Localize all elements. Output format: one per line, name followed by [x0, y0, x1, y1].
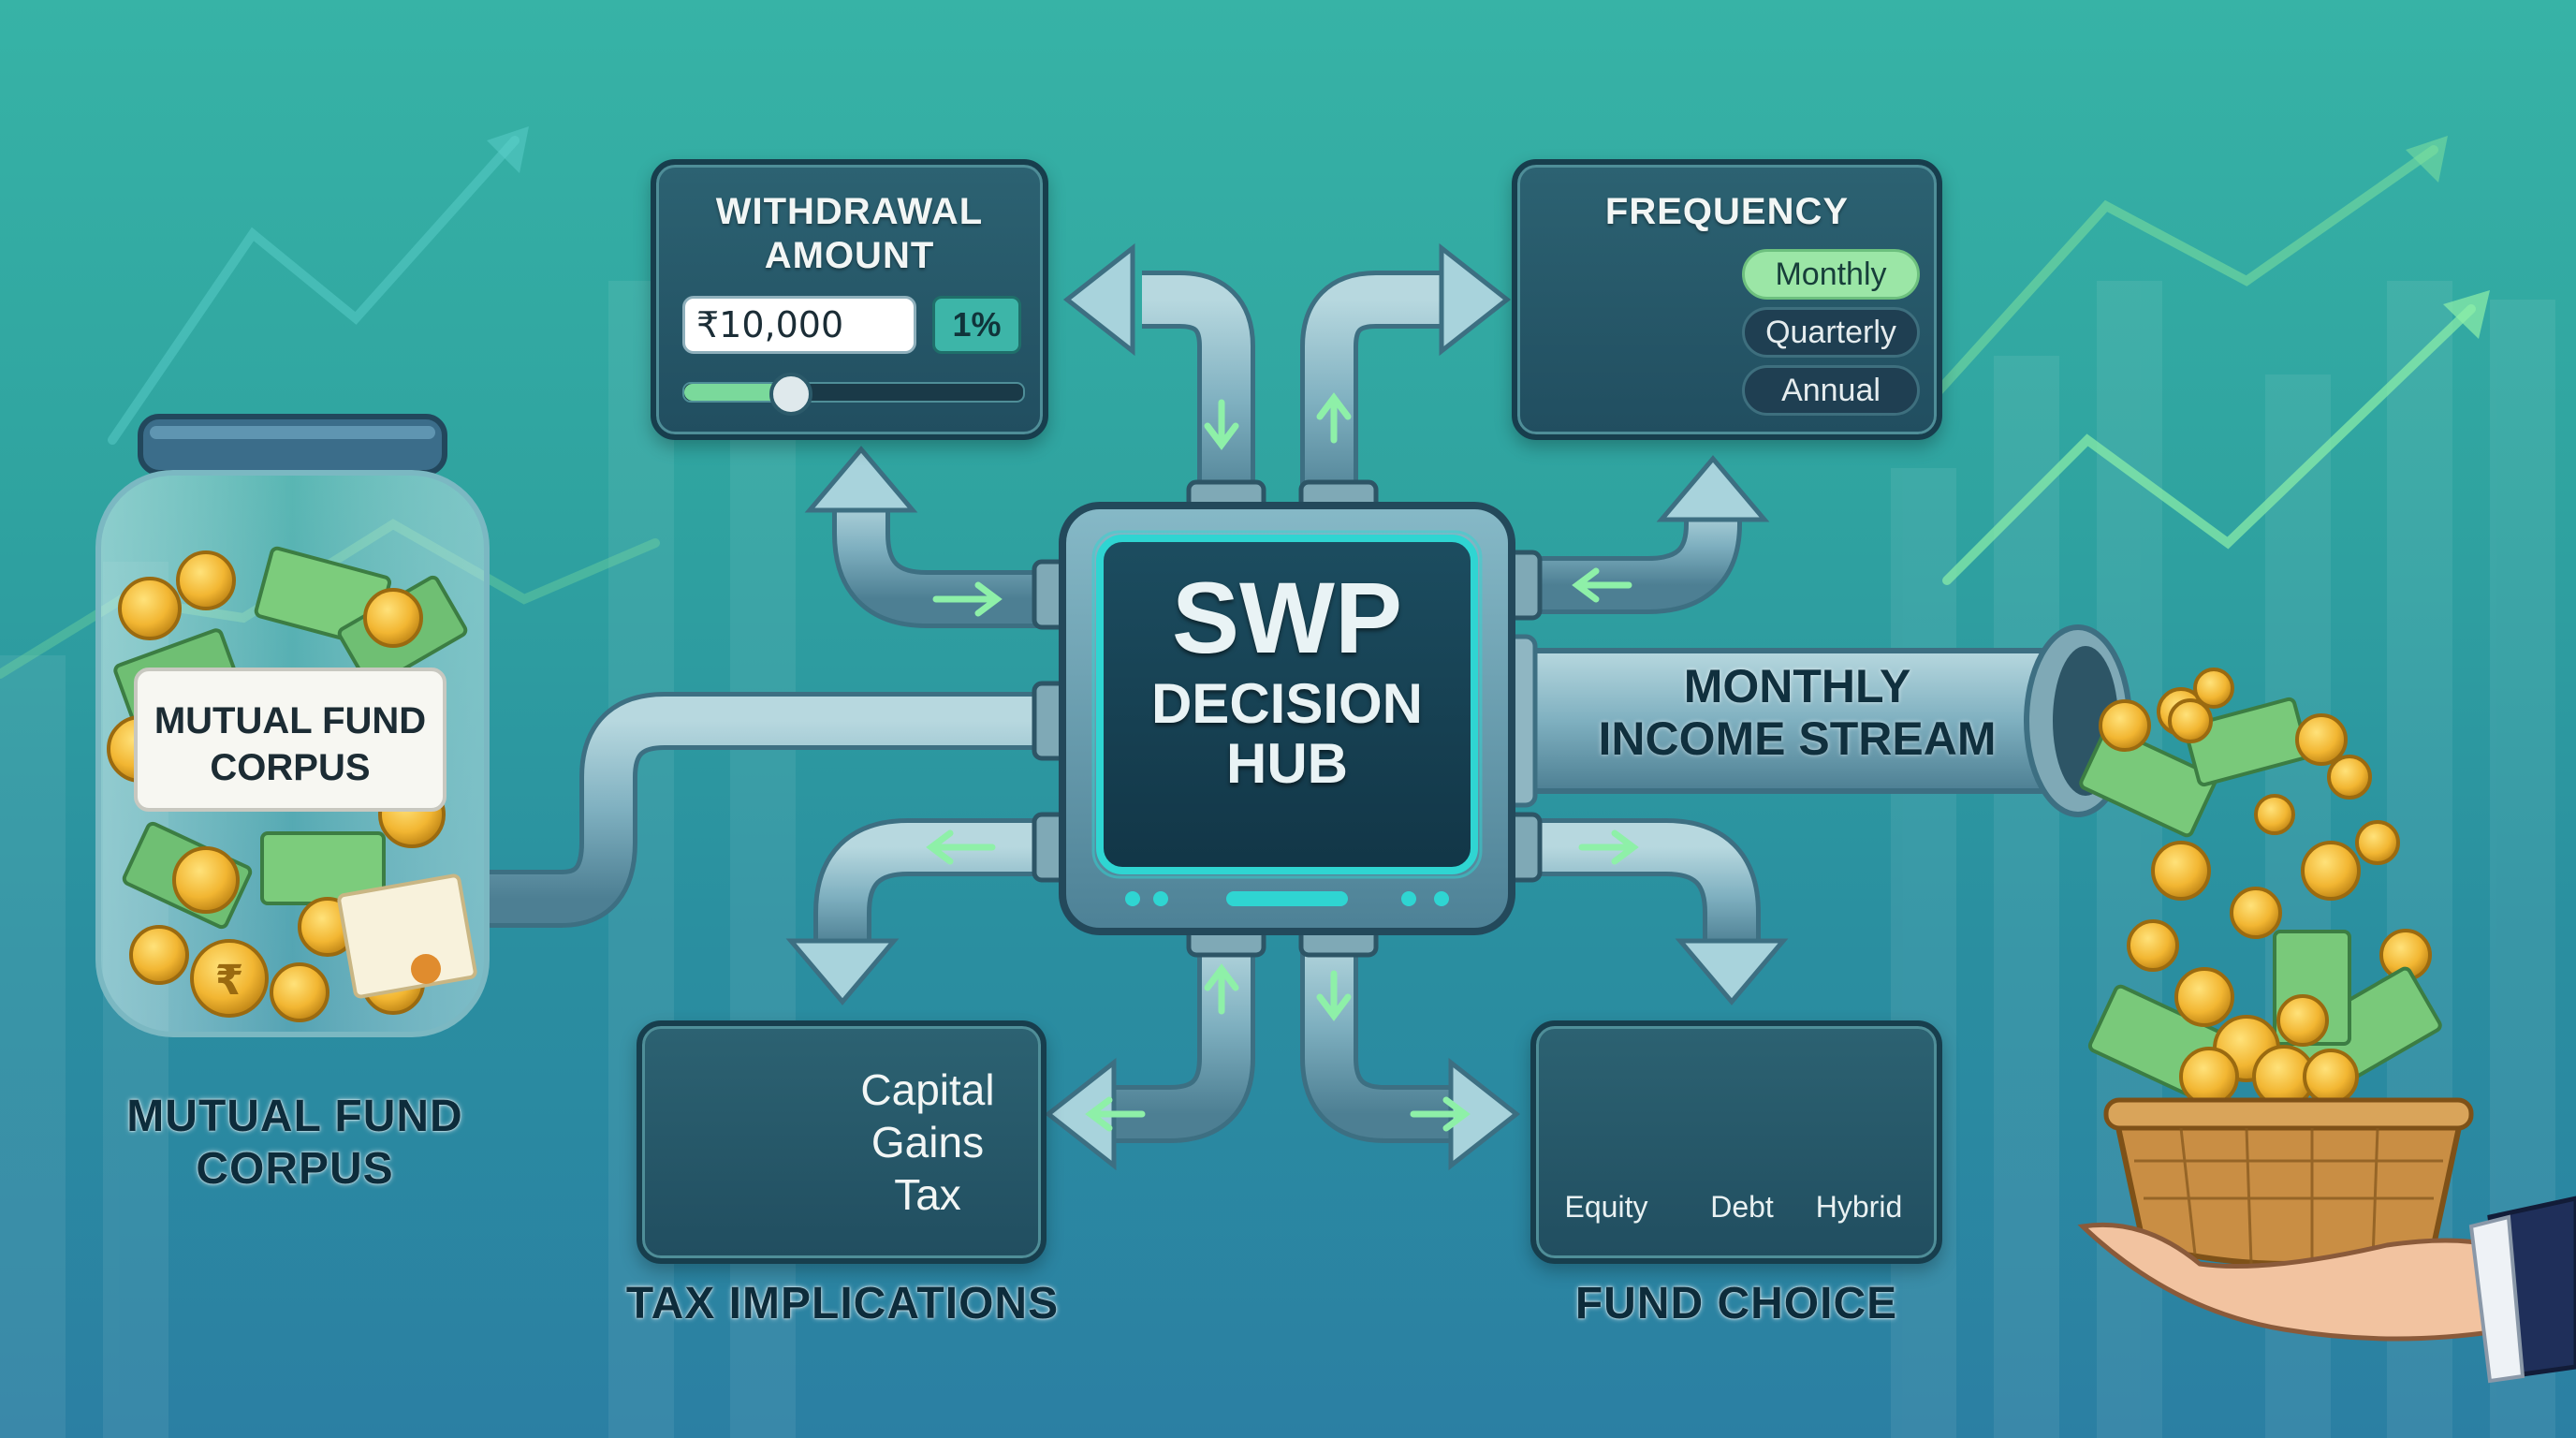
basket-icon [2087, 930, 2474, 1267]
corpus-caption-line1: MUTUAL FUND [126, 1092, 463, 1141]
tax-label-line2: Gains [871, 1118, 985, 1167]
money-stream [2079, 668, 2432, 981]
jar-label-line1: MUTUAL FUND [154, 700, 427, 741]
withdrawal-title-line2: AMOUNT [764, 235, 935, 276]
frequency-option-quarterly[interactable]: Quarterly [1742, 307, 1920, 358]
fund-type-hybrid[interactable]: Hybrid [1815, 1190, 1903, 1224]
frequency-option-monthly[interactable]: Monthly [1742, 249, 1920, 300]
jar-label-line2: CORPUS [210, 747, 371, 788]
corpus-caption-line2: CORPUS [196, 1144, 394, 1194]
withdrawal-amount-input[interactable]: ₹10,000 [682, 296, 916, 354]
jar-icon: ₹ [95, 414, 490, 1037]
certificate-icon [337, 873, 477, 999]
withdrawal-slider-track[interactable] [682, 373, 1025, 416]
tax-label-line1: Capital [860, 1065, 995, 1114]
frequency-panel: FREQUENCY Monthly Quarterly Annual [1512, 159, 1942, 440]
rupee-coin-icon [2099, 668, 2432, 981]
hub-title-line2: DECISION [1150, 672, 1424, 735]
fund-type-debt[interactable]: Debt [1710, 1190, 1774, 1224]
withdrawal-percent-badge[interactable]: 1% [932, 296, 1021, 354]
fund-choice-panel: Equity Debt Hybrid [1530, 1020, 1942, 1264]
fund-caption: FUND CHOICE [1574, 1279, 1898, 1328]
withdrawal-slider-fill [684, 384, 786, 401]
tax-label: Capital Gains Tax [825, 1064, 1031, 1221]
swp-hub [1032, 479, 1543, 958]
svg-text:₹: ₹ [215, 957, 244, 1005]
jar-label: MUTUAL FUND CORPUS [136, 697, 445, 791]
tax-label-line3: Tax [894, 1170, 961, 1219]
hand-icon [2077, 1196, 2576, 1384]
hub-title-line3: HUB [1226, 732, 1348, 795]
hub-title-line1: SWP [1171, 561, 1402, 674]
pipe-arrow-heads [785, 242, 1789, 1171]
tax-caption: TAX IMPLICATIONS [625, 1279, 1060, 1328]
fund-type-equity[interactable]: Equity [1564, 1190, 1648, 1224]
hub-title: SWP DECISION HUB [1100, 562, 1474, 794]
income-stream-line1: MONTHLY [1683, 660, 1911, 712]
withdrawal-amount-panel: WITHDRAWAL AMOUNT ₹10,000 1% [651, 159, 1048, 440]
income-stream-line2: INCOME STREAM [1598, 712, 1997, 765]
tax-panel: Capital Gains Tax [637, 1020, 1046, 1264]
flow-arrows [926, 392, 1639, 1132]
income-stream-label: MONTHLY INCOME STREAM [1573, 660, 2022, 765]
withdrawal-slider-handle[interactable] [768, 373, 812, 416]
corpus-caption: MUTUAL FUND CORPUS [75, 1091, 515, 1196]
frequency-option-annual[interactable]: Annual [1742, 365, 1920, 416]
withdrawal-title-line1: WITHDRAWAL [715, 191, 984, 232]
frequency-title: FREQUENCY [1604, 191, 1850, 232]
